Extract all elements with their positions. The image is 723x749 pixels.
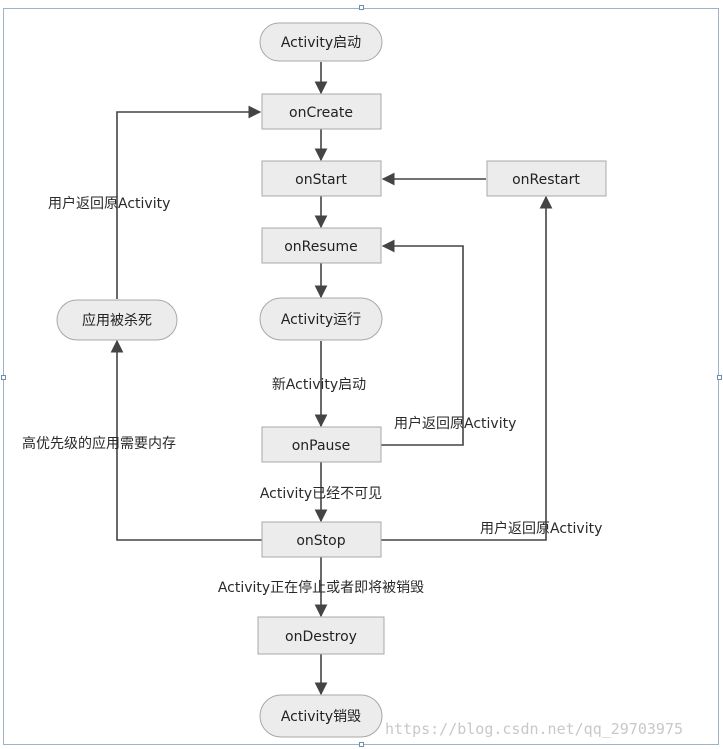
resize-handle-right[interactable] — [717, 375, 722, 380]
node-on-resume-label: onResume — [284, 239, 358, 255]
node-app-killed-label: 应用被杀死 — [82, 312, 152, 329]
node-on-restart: onRestart — [486, 160, 607, 197]
node-on-resume: onResume — [261, 227, 382, 264]
edge-labels: 新Activity启动 用户返回原Activity Activity已经不可见 … — [22, 195, 602, 596]
node-on-destroy-label: onDestroy — [285, 629, 357, 645]
edge-killed-to-create — [116, 105, 262, 299]
edge-stop-to-killed — [110, 339, 262, 541]
node-on-create: onCreate — [261, 93, 382, 130]
node-on-stop: onStop — [261, 521, 382, 558]
node-activity-running-label: Activity运行 — [281, 312, 361, 328]
node-on-stop-label: onStop — [296, 533, 345, 549]
node-activity-start-label: Activity启动 — [281, 35, 361, 51]
node-activity-start: Activity启动 — [259, 22, 383, 62]
edges — [110, 62, 553, 696]
label-new-activity: 新Activity启动 — [272, 377, 366, 393]
node-activity-destroyed: Activity销毁 — [259, 694, 383, 738]
node-on-start-label: onStart — [295, 172, 347, 188]
node-on-destroy: onDestroy — [257, 616, 385, 655]
edge-pause-to-resume — [381, 239, 464, 446]
watermark-url: https://blog.csdn.net/qq_29703975 — [385, 720, 683, 738]
resize-handle-top[interactable] — [359, 5, 364, 10]
resize-handle-left[interactable] — [1, 375, 6, 380]
node-on-start: onStart — [261, 160, 382, 197]
node-on-create-label: onCreate — [289, 105, 353, 121]
label-user-return-create: 用户返回原Activity — [48, 195, 170, 212]
node-activity-running: Activity运行 — [259, 297, 383, 341]
label-high-priority-memory: 高优先级的应用需要内存 — [22, 435, 176, 452]
node-app-killed: 应用被杀死 — [56, 299, 178, 341]
resize-handle-bottom[interactable] — [359, 742, 364, 747]
label-not-visible: Activity已经不可见 — [260, 486, 382, 502]
label-stopping-or-destroying: Activity正在停止或者即将被销毁 — [218, 579, 424, 596]
node-activity-destroyed-label: Activity销毁 — [281, 709, 361, 725]
node-on-restart-label: onRestart — [512, 172, 580, 188]
label-user-return-restart: 用户返回原Activity — [480, 520, 602, 537]
edge-stop-to-restart — [381, 195, 553, 541]
node-on-pause: onPause — [261, 426, 382, 463]
node-on-pause-label: onPause — [292, 438, 351, 454]
label-user-return-resume: 用户返回原Activity — [394, 415, 516, 432]
